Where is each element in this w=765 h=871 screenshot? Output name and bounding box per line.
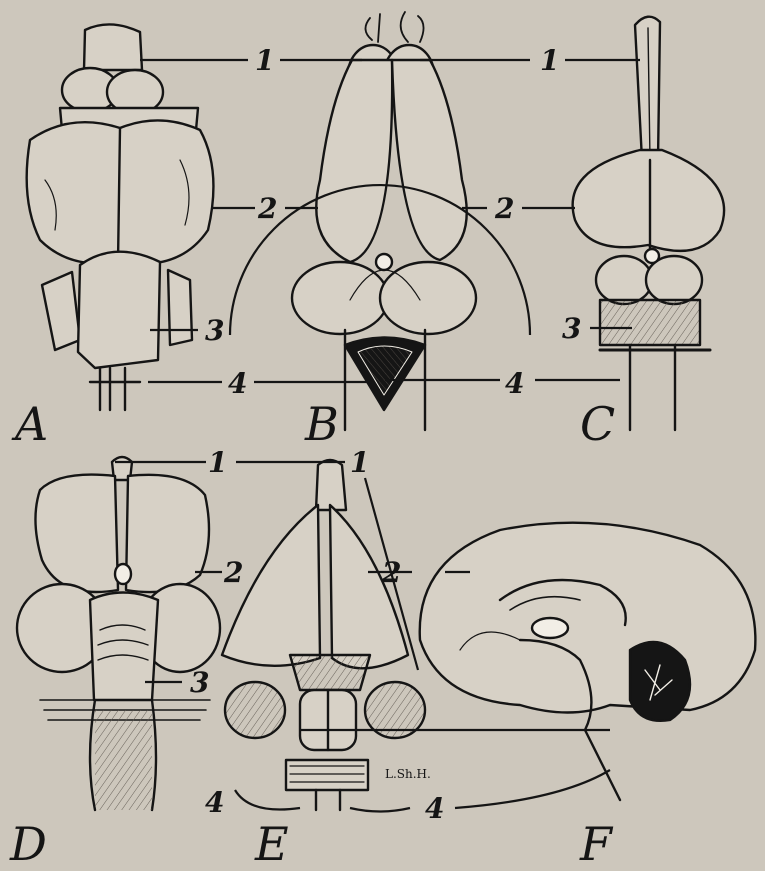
panel-d-label-3: 3 — [190, 666, 209, 699]
panel-e-brain — [222, 460, 425, 810]
panel-letter-e: E — [254, 817, 289, 871]
panel-a-brain — [27, 24, 214, 410]
panel-a-label-3: 3 — [205, 314, 224, 347]
panel-a-label-2: 2 — [257, 192, 277, 225]
panel-b-brain — [292, 12, 476, 430]
panel-c-label-3: 3 — [562, 312, 581, 345]
panel-letter-c: C — [580, 397, 615, 451]
artist-signature: L.Sh.H. — [385, 767, 431, 781]
panel-f-brain — [420, 523, 756, 800]
panel-d-label-2: 2 — [223, 556, 243, 589]
panel-d-brain — [17, 457, 220, 810]
panel-c-brain — [573, 17, 724, 430]
panel-c-label-2: 2 — [494, 192, 514, 225]
panel-letter-f: F — [579, 817, 614, 871]
panel-letter-a: A — [11, 397, 48, 451]
panel-letter-d: D — [9, 817, 47, 871]
panel-c-label-1: 1 — [540, 44, 559, 77]
panel-d-label-1: 1 — [208, 446, 227, 479]
panel-e-label-1: 1 — [350, 446, 369, 479]
panel-e-label-2: 2 — [381, 556, 401, 589]
panel-d-label-4: 4 — [205, 786, 224, 819]
panel-c-label-4: 4 — [505, 367, 524, 400]
panel-letter-b: B — [304, 397, 339, 451]
panel-a-label-4: 4 — [228, 367, 247, 400]
panel-e-label-4: 4 — [425, 792, 444, 825]
panel-a-label-1: 1 — [255, 44, 274, 77]
